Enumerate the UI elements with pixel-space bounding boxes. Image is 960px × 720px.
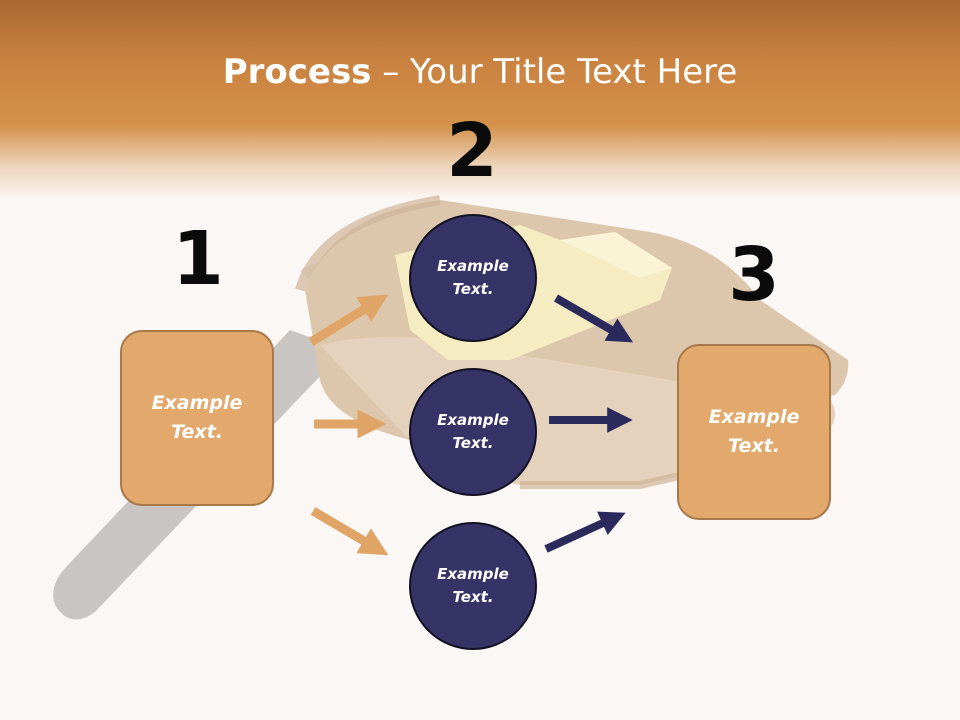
step-3-box: Example Text. [677, 344, 831, 520]
slide-title: Process – Your Title Text Here [0, 52, 960, 92]
title-rest: – Your Title Text Here [371, 52, 738, 92]
step-number-2: 2 [446, 108, 498, 194]
step-number-1: 1 [172, 216, 224, 302]
header-band [0, 0, 960, 200]
step-1-box: Example Text. [120, 330, 274, 506]
step-2-circle-middle: Example Text. [409, 368, 537, 496]
step-2-circle-top: Example Text. [409, 214, 537, 342]
step-2-circle-bottom: Example Text. [409, 522, 537, 650]
step-number-3: 3 [728, 232, 780, 318]
title-strong: Process [222, 52, 372, 92]
